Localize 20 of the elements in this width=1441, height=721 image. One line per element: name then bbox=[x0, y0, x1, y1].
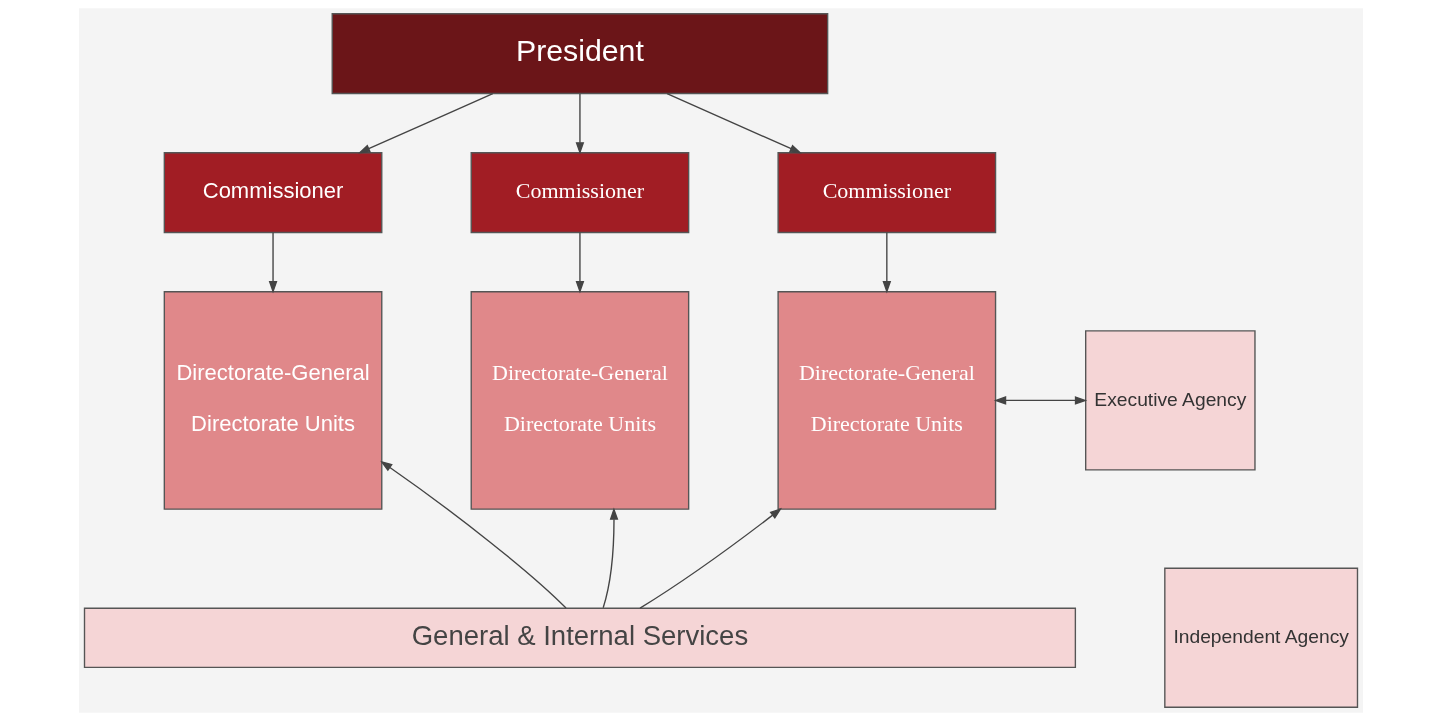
arrow bbox=[665, 92, 802, 154]
node-box: Directorate-General Directorate Units bbox=[163, 291, 382, 510]
arrow bbox=[357, 92, 493, 154]
node-box: Commissioner bbox=[776, 152, 996, 234]
node-box: Commissioner bbox=[163, 152, 382, 234]
arrow bbox=[268, 231, 277, 294]
arrow bbox=[602, 507, 618, 609]
node-box: Independent Agency bbox=[1163, 567, 1358, 708]
node-box: Commissioner bbox=[470, 152, 689, 234]
arrow bbox=[882, 231, 891, 294]
node-box: General & Internal Services bbox=[83, 607, 1076, 669]
arrow bbox=[379, 460, 567, 609]
arrow bbox=[575, 92, 584, 155]
node-box: Executive Agency bbox=[1084, 330, 1256, 471]
node-box: Directorate-General Directorate Units bbox=[470, 291, 689, 510]
arrow bbox=[575, 231, 584, 294]
node-box: President bbox=[331, 13, 828, 95]
node-box: Directorate-General Directorate Units bbox=[776, 291, 996, 510]
arrow bbox=[638, 507, 782, 609]
arrow bbox=[993, 396, 1087, 405]
